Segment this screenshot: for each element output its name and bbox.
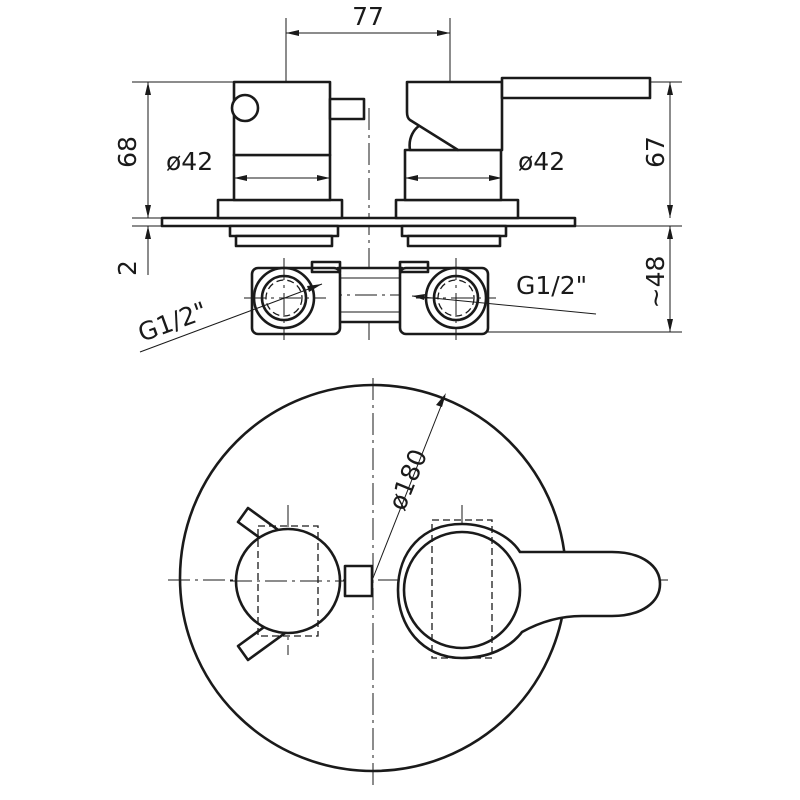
left-inlet bbox=[244, 258, 342, 340]
right-diameter-dimension: ø42 bbox=[405, 147, 565, 181]
front-view: ø180 bbox=[168, 378, 668, 785]
right-handle-lever bbox=[500, 76, 652, 100]
left-rear-flange bbox=[228, 224, 340, 238]
left-handle-lever bbox=[328, 97, 366, 121]
lever-hub bbox=[402, 530, 522, 650]
right-rear-flange bbox=[400, 224, 508, 238]
depth-dimension: ~48 bbox=[486, 225, 682, 333]
left-diameter-label: ø42 bbox=[166, 147, 213, 176]
right-thread-label: G1/2" bbox=[516, 271, 587, 300]
right-thread-callout: G1/2" bbox=[411, 271, 597, 315]
right-height-dimension: 67 bbox=[641, 81, 682, 218]
right-handle bbox=[405, 80, 504, 152]
plate-thickness-label: 2 bbox=[113, 260, 142, 276]
right-inlet bbox=[398, 258, 496, 340]
right-lever-handle bbox=[396, 519, 662, 660]
left-cross-handle bbox=[230, 506, 374, 662]
left-valve-body bbox=[216, 80, 366, 220]
side-view: 77 68 67 2 bbox=[113, 2, 682, 353]
right-valve-body bbox=[394, 76, 652, 220]
handle-spoke-right bbox=[343, 564, 374, 598]
left-height-dimension: 68 bbox=[113, 81, 236, 218]
left-handle-cap bbox=[230, 93, 260, 123]
wall-plate bbox=[160, 216, 577, 228]
right-height-label: 67 bbox=[641, 136, 670, 168]
width-label: 77 bbox=[352, 2, 384, 31]
left-height-label: 68 bbox=[113, 136, 142, 168]
lever-outline bbox=[396, 522, 662, 660]
left-diameter-dimension: ø42 bbox=[166, 147, 330, 181]
plate-thickness-dimension: 2 bbox=[113, 217, 162, 276]
plate-diameter-label: ø180 bbox=[383, 445, 433, 514]
right-diameter-label: ø42 bbox=[518, 147, 565, 176]
depth-label: ~48 bbox=[641, 256, 670, 309]
